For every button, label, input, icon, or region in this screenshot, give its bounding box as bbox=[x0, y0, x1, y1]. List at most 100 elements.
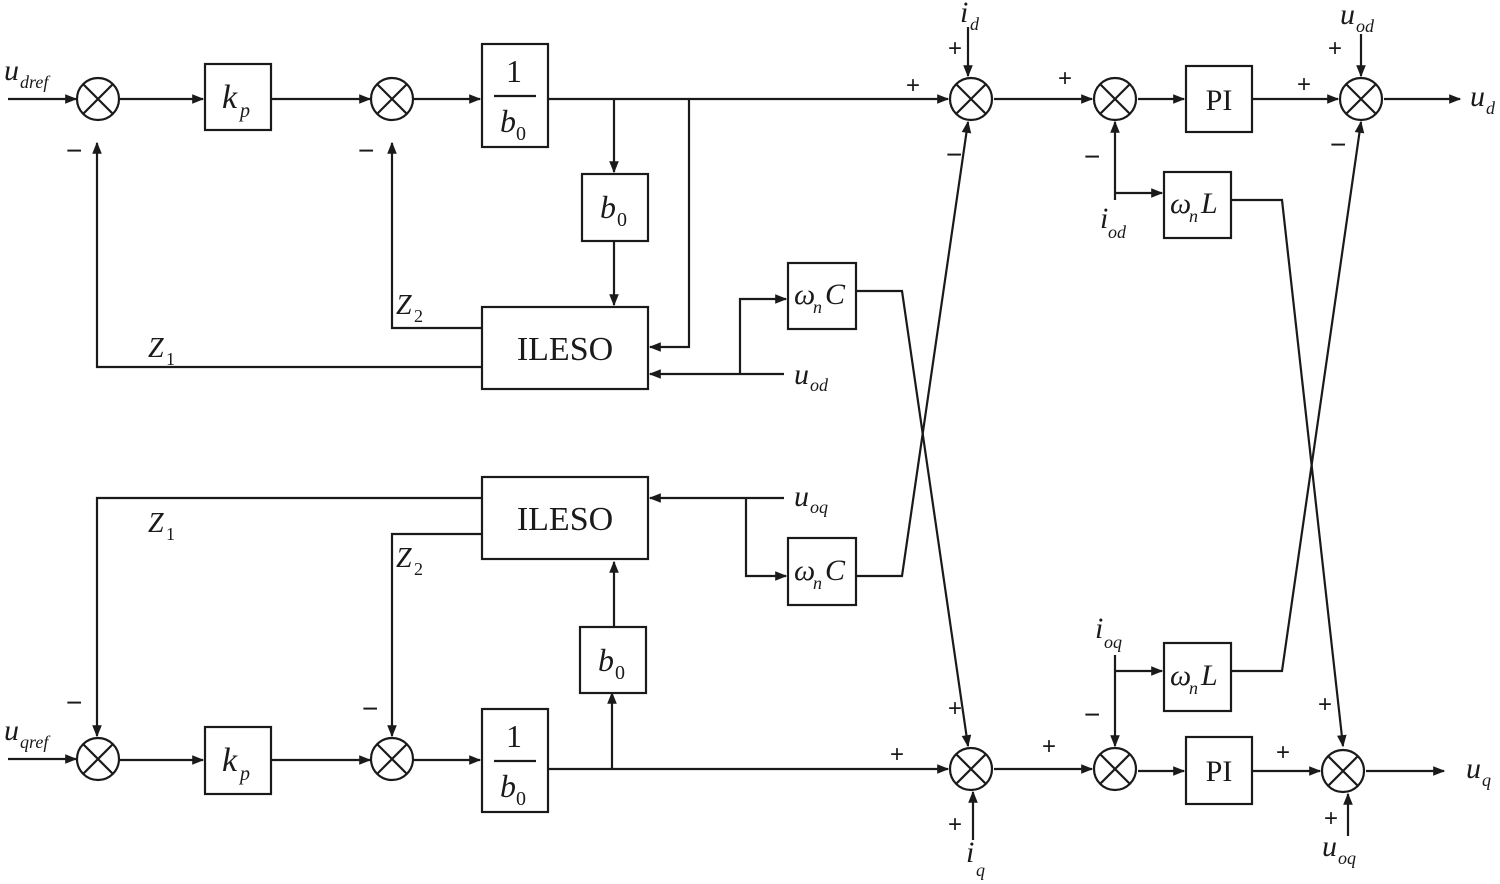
svg-text:i: i bbox=[960, 0, 968, 29]
omega-l-block-d: ω n L bbox=[1162, 170, 1233, 240]
svg-text:1: 1 bbox=[166, 349, 175, 369]
svg-text:b: b bbox=[600, 189, 616, 225]
svg-text:−: − bbox=[358, 135, 374, 166]
label-u-oq-bottom: u oq bbox=[1322, 830, 1356, 868]
sign-labels: − − + + − + − + + − − − + + + + − + + + bbox=[66, 35, 1346, 838]
svg-text:2: 2 bbox=[414, 306, 423, 326]
b0-block-d: b 0 bbox=[580, 172, 650, 243]
ileso-block-d: ILESO bbox=[480, 305, 650, 391]
sum-junction-q3 bbox=[948, 746, 994, 792]
omega-l-block-q: ω n L bbox=[1162, 641, 1233, 713]
label-i-oq: i oq bbox=[1095, 612, 1122, 652]
label-z1-q: Z 1 bbox=[148, 508, 175, 544]
sum-junction-q1 bbox=[75, 736, 121, 782]
svg-text:q: q bbox=[976, 860, 985, 880]
svg-text:n: n bbox=[1189, 678, 1198, 698]
svg-text:ILESO: ILESO bbox=[517, 501, 613, 538]
svg-text:0: 0 bbox=[615, 662, 625, 684]
sum-junction-q4 bbox=[1092, 746, 1138, 792]
kp-block-q: k p bbox=[203, 725, 273, 796]
sum-junction-d1 bbox=[75, 76, 121, 122]
svg-text:i: i bbox=[1100, 202, 1108, 235]
label-u-q-output: u q bbox=[1466, 752, 1491, 790]
svg-text:1: 1 bbox=[506, 53, 522, 89]
label-u-od-top: u od bbox=[1340, 0, 1375, 36]
svg-text:−: − bbox=[66, 135, 82, 166]
svg-text:1: 1 bbox=[506, 718, 522, 754]
svg-text:L: L bbox=[1200, 187, 1218, 220]
svg-text:−: − bbox=[1330, 129, 1346, 160]
svg-text:k: k bbox=[222, 742, 238, 779]
svg-text:PI: PI bbox=[1206, 755, 1233, 788]
svg-text:od: od bbox=[1108, 222, 1127, 242]
svg-text:−: − bbox=[946, 139, 962, 170]
label-u-oq-ileso: u oq bbox=[794, 480, 828, 517]
label-z2-d: Z 2 bbox=[396, 290, 423, 326]
svg-text:2: 2 bbox=[414, 559, 423, 579]
svg-text:−: − bbox=[1084, 699, 1100, 730]
pi-block-q: PI bbox=[1184, 735, 1254, 806]
svg-text:u: u bbox=[4, 714, 19, 747]
label-z2-q: Z 2 bbox=[396, 543, 423, 579]
cross-coupling-wires bbox=[856, 120, 1365, 748]
pi-block-d: PI bbox=[1184, 64, 1254, 134]
svg-text:+: + bbox=[948, 811, 962, 838]
svg-text:u: u bbox=[794, 358, 809, 391]
sum-junction-q5 bbox=[1320, 748, 1366, 794]
svg-text:p: p bbox=[238, 100, 250, 122]
svg-text:u: u bbox=[1322, 830, 1337, 863]
label-i-d: i d bbox=[960, 0, 980, 34]
svg-text:+: + bbox=[948, 35, 962, 62]
svg-text:C: C bbox=[825, 554, 846, 587]
svg-text:+: + bbox=[1276, 739, 1290, 766]
sum-junction-d3 bbox=[948, 76, 994, 122]
svg-text:+: + bbox=[1058, 65, 1072, 92]
svg-text:od: od bbox=[1356, 16, 1375, 36]
svg-text:Z: Z bbox=[148, 333, 164, 364]
svg-text:L: L bbox=[1200, 659, 1218, 692]
ileso-block-q: ILESO bbox=[480, 475, 650, 561]
svg-text:C: C bbox=[825, 278, 846, 311]
signal-labels: u dref u qref Z 1 Z 2 Z 1 Z 2 u od bbox=[4, 0, 1496, 880]
svg-text:+: + bbox=[1042, 733, 1056, 760]
svg-text:+: + bbox=[948, 695, 962, 722]
svg-text:Z: Z bbox=[148, 508, 164, 539]
svg-text:d: d bbox=[1486, 98, 1496, 118]
svg-text:oq: oq bbox=[810, 497, 828, 517]
svg-text:n: n bbox=[813, 297, 822, 317]
svg-text:0: 0 bbox=[516, 788, 526, 810]
svg-text:u: u bbox=[1470, 80, 1485, 113]
svg-text:d: d bbox=[970, 14, 980, 34]
svg-text:b: b bbox=[500, 103, 516, 139]
svg-text:u: u bbox=[4, 54, 19, 87]
svg-text:ILESO: ILESO bbox=[517, 331, 613, 368]
q-axis-wires bbox=[8, 493, 1446, 840]
sum-junction-q2 bbox=[369, 736, 415, 782]
label-u-qref: u qref bbox=[4, 714, 51, 752]
svg-text:i: i bbox=[1095, 612, 1103, 645]
svg-text:q: q bbox=[1482, 770, 1491, 790]
svg-text:ω: ω bbox=[1170, 187, 1191, 220]
svg-text:oq: oq bbox=[1104, 632, 1122, 652]
kp-block-d: k p bbox=[203, 62, 273, 132]
sum-junction-d5 bbox=[1338, 76, 1384, 122]
svg-text:Z: Z bbox=[396, 543, 412, 574]
label-u-od-ileso: u od bbox=[794, 358, 829, 395]
d-axis-wires bbox=[8, 27, 1462, 379]
svg-text:ω: ω bbox=[794, 278, 815, 311]
label-z1-d: Z 1 bbox=[148, 333, 175, 369]
svg-text:+: + bbox=[906, 72, 920, 99]
svg-text:+: + bbox=[1328, 35, 1342, 62]
svg-text:ω: ω bbox=[1170, 659, 1191, 692]
svg-text:u: u bbox=[794, 480, 809, 513]
sum-junction-d2 bbox=[369, 76, 415, 122]
omega-c-block-q: ω n C bbox=[786, 536, 858, 607]
svg-text:u: u bbox=[1340, 0, 1355, 31]
svg-text:ω: ω bbox=[794, 554, 815, 587]
label-u-d-output: u d bbox=[1470, 80, 1496, 118]
label-i-q: i q bbox=[966, 836, 985, 880]
svg-text:b: b bbox=[598, 642, 614, 678]
svg-text:Z: Z bbox=[396, 290, 412, 321]
svg-text:PI: PI bbox=[1206, 84, 1233, 117]
